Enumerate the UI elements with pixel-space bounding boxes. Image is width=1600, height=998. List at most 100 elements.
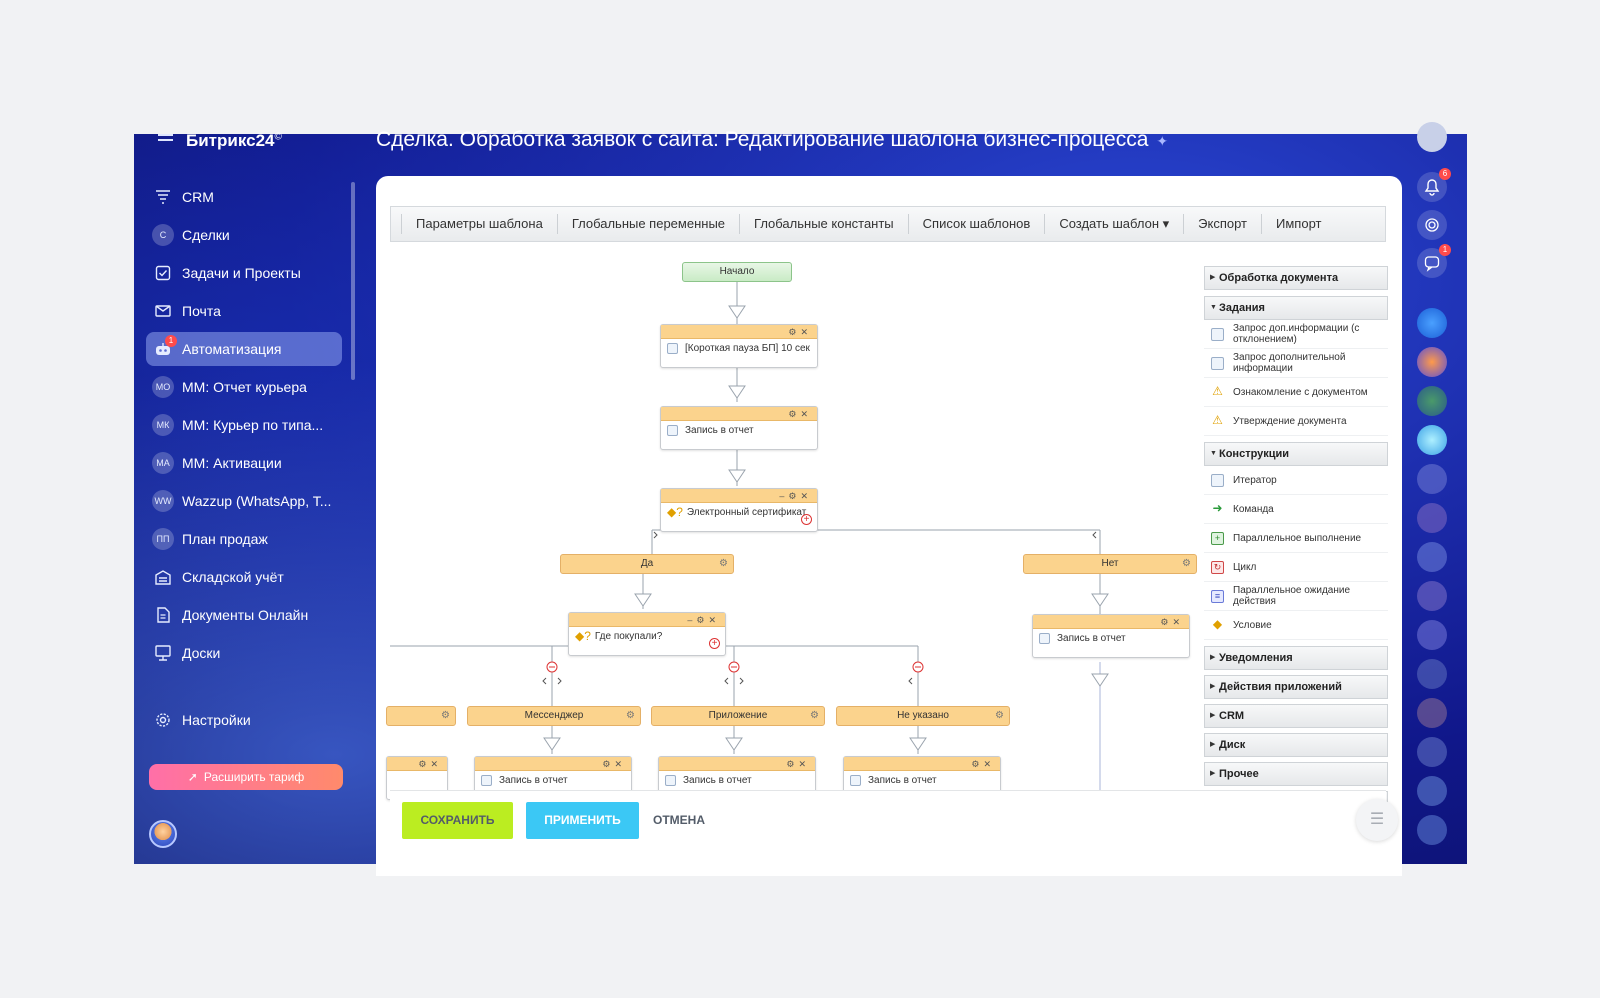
contact-avatar[interactable] [1417,815,1447,845]
tool-parallel[interactable]: +Параллельное выполнение [1204,524,1388,553]
sidebar-item-sales-plan[interactable]: ПП План продаж [146,522,342,556]
tool-iterator[interactable]: Итератор [1204,466,1388,495]
sidebar-item-warehouse[interactable]: Складской учёт [146,560,342,594]
sidebar-item-boards[interactable]: Доски [146,636,342,670]
sidebar-item-activations[interactable]: МА ММ: Активации [146,446,342,480]
diagram-canvas[interactable]: Начало ⚙✕ [Короткая пауза БП] 10 сек ⚙✕ … [386,254,1197,800]
start-node[interactable]: Начало [682,262,792,282]
tool-review-document[interactable]: ⚠Ознакомление с документом [1204,378,1388,407]
branch-no[interactable]: Нет⚙ [1023,554,1197,574]
contact-avatar[interactable] [1417,737,1447,767]
wazzup-avatar-icon: WW [152,490,174,512]
upgrade-plan-button[interactable]: ➚ Расширить тариф [149,764,343,790]
toolbar-global-constants[interactable]: Глобальные константы [739,214,908,234]
gear-icon[interactable]: ⚙ [441,710,450,721]
sidebar-scrollbar[interactable] [351,182,355,380]
group-other[interactable]: ▶Прочее [1204,762,1388,786]
group-notifications[interactable]: ▶Уведомления [1204,646,1388,670]
tool-request-info-reject[interactable]: Запрос доп.информации (с отклонением) [1204,320,1388,349]
sidebar-item-deals[interactable]: С Сделки [146,218,342,252]
toolbar-template-params[interactable]: Параметры шаблона [401,214,557,234]
cancel-button[interactable]: ОТМЕНА [653,813,705,827]
menu-lines-icon[interactable]: ☰ [1356,799,1398,841]
tool-loop[interactable]: ↻Цикл [1204,553,1388,582]
contact-avatar[interactable] [1417,659,1447,689]
add-branch-button[interactable]: + [801,514,812,525]
right-rail: 6 1 [1402,122,1467,864]
toolbar-template-list[interactable]: Список шаблонов [907,214,1045,234]
branch-yes[interactable]: Да⚙ [560,554,734,574]
tool-command[interactable]: ➜Команда [1204,495,1388,524]
sidebar-item-courier-report[interactable]: МО ММ: Отчет курьера [146,370,342,404]
tool-request-info[interactable]: Запрос дополнительной информации [1204,349,1388,378]
group-tasks[interactable]: ▼Задания [1204,296,1388,320]
activity-controls[interactable]: –⚙✕ [779,491,812,501]
activity-controls[interactable]: ⚙✕ [602,759,626,769]
branch-not-specified[interactable]: Не указано⚙ [836,706,1010,726]
report-activity-no[interactable]: ⚙✕ Запись в отчет [1032,614,1190,658]
contact-avatar[interactable] [1417,620,1447,650]
sidebar-item-settings[interactable]: Настройки [146,703,342,737]
contact-avatar[interactable] [1417,698,1447,728]
group-app-actions[interactable]: ▶Действия приложений [1204,675,1388,699]
sidebar-item-mail[interactable]: Почта [146,294,342,328]
group-disk[interactable]: ▶Диск [1204,733,1388,757]
sidebar-item-wazzup[interactable]: WW Wazzup (WhatsApp, T... [146,484,342,518]
logo[interactable]: Битрикс24© [186,131,282,150]
sidebar-item-automation[interactable]: 1 Автоматизация [146,332,342,366]
add-branch-button[interactable]: + [709,638,720,649]
apply-button[interactable]: ПРИМЕНИТЬ [526,802,639,839]
activity-controls[interactable]: –⚙✕ [687,615,720,625]
chat-icon[interactable]: 1 [1417,244,1451,278]
group-crm[interactable]: ▶CRM [1204,704,1388,728]
user-avatar[interactable] [149,820,177,848]
contact-avatar[interactable] [1417,542,1447,572]
diagram-connectors [390,282,1109,794]
contact-avatar[interactable] [1417,386,1447,416]
contact-avatar[interactable] [1417,503,1447,533]
sidebar-item-crm[interactable]: CRM [146,180,342,214]
sidebar-item-documents[interactable]: Документы Онлайн [146,598,342,632]
target-icon[interactable] [1417,210,1447,240]
toolbar-import[interactable]: Импорт [1261,214,1335,234]
gear-icon[interactable]: ⚙ [626,710,635,721]
bell-icon[interactable]: 6 [1417,168,1451,202]
toolbar-global-variables[interactable]: Глобальные переменные [556,214,739,234]
condition-where-bought[interactable]: –⚙✕ ◆?Где покупали? + [568,612,726,656]
save-button[interactable]: СОХРАНИТЬ [402,802,513,839]
activity-controls[interactable]: ⚙✕ [971,759,995,769]
group-constructs[interactable]: ▼Конструкции [1204,442,1388,466]
pin-icon[interactable]: ✦ [1156,133,1169,149]
gear-icon[interactable]: ⚙ [719,558,728,569]
tool-condition[interactable]: ◆Условие [1204,611,1388,640]
activity-controls[interactable]: ⚙✕ [418,759,442,769]
gear-icon[interactable]: ⚙ [810,710,819,721]
toolbar-create-template[interactable]: Создать шаблон ▾ [1044,214,1183,234]
contact-avatar[interactable] [1417,347,1447,377]
activity-controls[interactable]: ⚙✕ [1160,617,1184,627]
contact-avatar[interactable] [1417,776,1447,806]
gear-icon[interactable]: ⚙ [1182,558,1191,569]
branch-messenger[interactable]: Мессенджер⚙ [467,706,641,726]
gear-icon[interactable]: ⚙ [995,710,1004,721]
toolbar-export[interactable]: Экспорт [1183,214,1261,234]
contact-avatar[interactable] [1417,464,1447,494]
report-activity[interactable]: ⚙✕ Запись в отчет [660,406,818,450]
contact-avatar[interactable] [1417,308,1447,338]
group-doc-processing[interactable]: ▶Обработка документа [1204,266,1388,290]
profile-avatar[interactable] [1417,122,1447,152]
tool-parallel-wait[interactable]: ≡Параллельное ожидание действия [1204,582,1388,611]
sidebar-item-courier-type[interactable]: МК ММ: Курьер по типа... [146,408,342,442]
sidebar-item-tasks[interactable]: Задачи и Проекты [146,256,342,290]
contact-avatar[interactable] [1417,425,1447,455]
contact-avatar[interactable] [1417,581,1447,611]
activity-controls[interactable]: ⚙✕ [788,327,812,337]
branch-application[interactable]: Приложение⚙ [651,706,825,726]
activity-controls[interactable]: ⚙✕ [786,759,810,769]
menu-icon[interactable] [158,134,174,146]
tool-approve-document[interactable]: ⚠Утверждение документа [1204,407,1388,436]
pause-activity[interactable]: ⚙✕ [Короткая пауза БП] 10 сек [660,324,818,368]
branch-hidden[interactable]: ⚙ [386,706,456,726]
activity-controls[interactable]: ⚙✕ [788,409,812,419]
condition-certificate[interactable]: –⚙✕ ◆?Электронный сертификат + [660,488,818,532]
